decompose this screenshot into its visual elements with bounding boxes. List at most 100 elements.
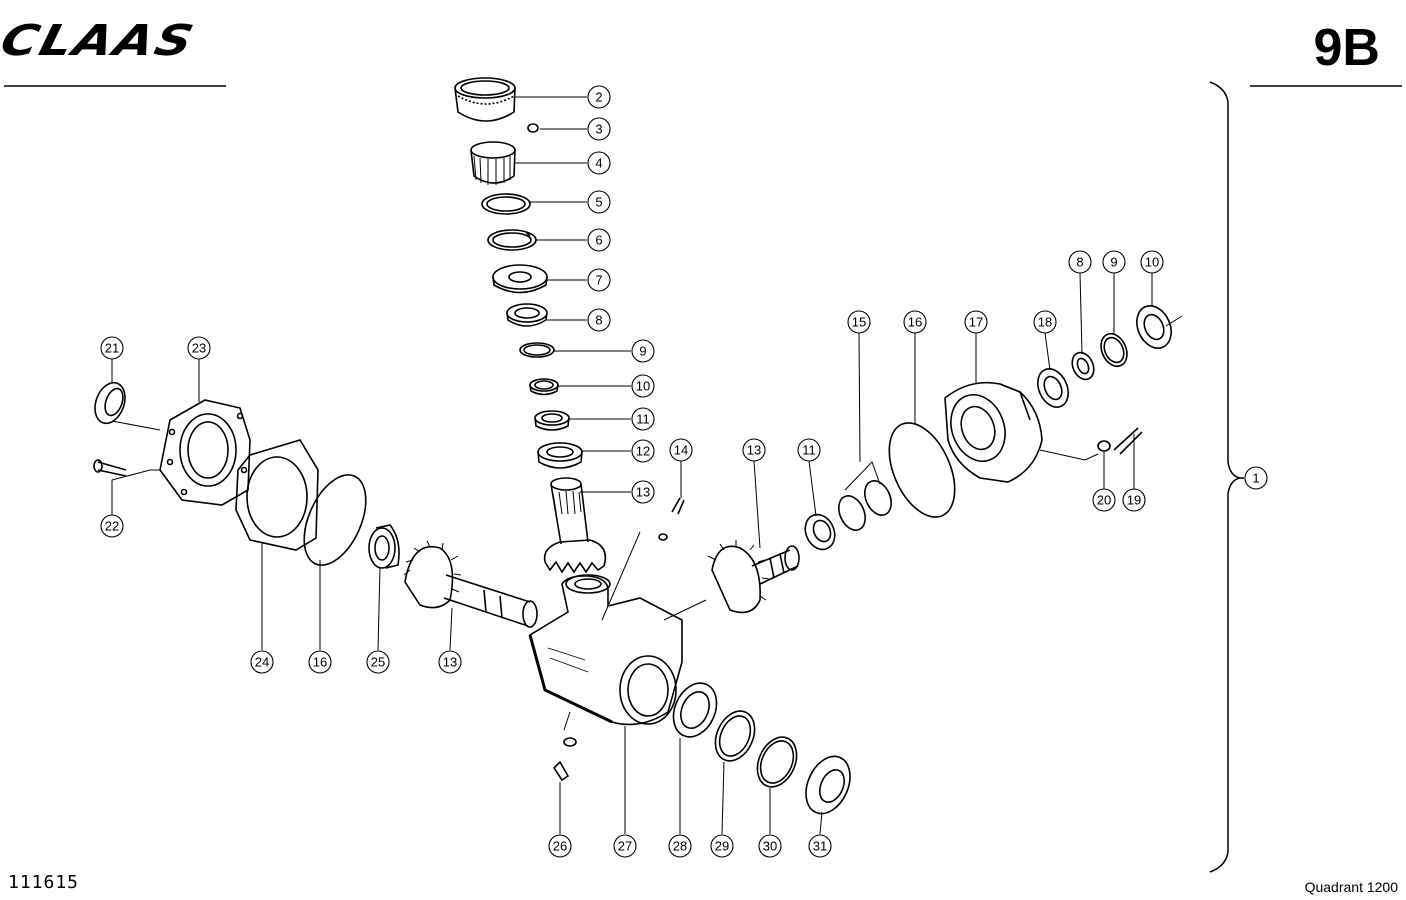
callout-number: 10 (636, 379, 650, 394)
callout-number: 1 (1252, 471, 1259, 486)
callout-3: 3 (587, 117, 611, 141)
callout-number: 25 (371, 655, 385, 670)
callout-number: 16 (908, 315, 922, 330)
callout-number: 27 (618, 839, 632, 854)
callout-number: 9 (1110, 255, 1117, 270)
page-code: 9B (1313, 19, 1380, 77)
callout-17: 17 (964, 310, 988, 334)
callout-number: 11 (636, 412, 650, 427)
callout-8: 8 (587, 308, 611, 332)
part-14-screw (658, 497, 685, 541)
callout-9: 9 (1102, 250, 1126, 274)
callout-2: 2 (587, 85, 611, 109)
part-13-vertical-pinion-shaft (543, 477, 607, 574)
callout-7: 7 (587, 268, 611, 292)
callout-number: 8 (595, 313, 602, 328)
document-number: 111615 (8, 872, 80, 893)
part-15-rings (838, 480, 892, 531)
callout-16: 16 (903, 310, 927, 334)
callout-10: 10 (631, 374, 655, 398)
part-18-bearing (1037, 368, 1069, 408)
callout-number: 23 (192, 341, 206, 356)
part-8-seal (506, 303, 548, 327)
callout-5: 5 (587, 190, 611, 214)
callout-9: 9 (631, 339, 655, 363)
callout-10: 10 (1140, 250, 1164, 274)
part-2-bearing-cup (454, 77, 516, 122)
part-24-gasket (235, 439, 319, 551)
part-29-ring (714, 710, 756, 762)
callout-11: 11 (797, 438, 821, 462)
part-11-bearing (534, 410, 570, 431)
callout-6: 6 (587, 228, 611, 252)
callout-number: 4 (595, 156, 602, 171)
callout-number: 18 (1038, 315, 1052, 330)
callout-number: 7 (595, 273, 602, 288)
part-21-seal-left (94, 381, 126, 425)
callout-27: 27 (613, 834, 637, 858)
part-13-right-pinion-shaft (707, 540, 800, 614)
callout-number: 3 (595, 122, 602, 137)
callout-15: 15 (847, 310, 871, 334)
part-9-ring (519, 342, 555, 358)
part-22-bolt (93, 459, 127, 477)
callout-number: 31 (813, 839, 827, 854)
part-11-bearing-right (804, 513, 836, 551)
callout-number: 13 (443, 655, 457, 670)
callout-19: 19 (1122, 488, 1146, 512)
part-16-o-ring-right (888, 422, 956, 518)
part-9-ring-right (1100, 332, 1128, 368)
callout-number: 30 (763, 839, 777, 854)
callout-number: 8 (1076, 255, 1083, 270)
callout-21: 21 (100, 336, 124, 360)
part-27-gearbox-housing (528, 574, 683, 726)
callout-13: 13 (438, 650, 462, 674)
callout-28: 28 (668, 834, 692, 858)
callout-20: 20 (1092, 488, 1116, 512)
callout-23: 23 (187, 336, 211, 360)
callout-number: 15 (852, 315, 866, 330)
part-12-bearing (537, 442, 583, 469)
callout-25: 25 (366, 650, 390, 674)
callout-number: 16 (313, 655, 327, 670)
callout-number: 2 (595, 90, 602, 105)
callout-number: 17 (969, 315, 983, 330)
part-4-gear-ring (470, 141, 516, 185)
callout-12: 12 (631, 439, 655, 463)
part-6-snap-ring (487, 229, 537, 251)
callout-22: 22 (100, 514, 124, 538)
callout-number: 29 (715, 839, 729, 854)
leader-lines (111, 96, 1183, 835)
part-10-ring (529, 378, 559, 396)
part-10-seal-right (1136, 305, 1172, 349)
callout-number: 28 (673, 839, 687, 854)
part-19-bolt (1113, 427, 1143, 455)
callout-4: 4 (587, 151, 611, 175)
callout-number: 12 (636, 444, 650, 459)
model-name: Quadrant 1200 (1304, 879, 1398, 895)
part-28-bearing (672, 682, 718, 738)
callout-8: 8 (1068, 250, 1092, 274)
part-25-bearing (368, 524, 400, 569)
part-31-seal (805, 755, 851, 815)
part-7-thrust-washer (492, 264, 548, 294)
callout-29: 29 (710, 834, 734, 858)
assembly-bracket (1209, 81, 1241, 873)
callout-24: 24 (250, 650, 274, 674)
callout-number: 13 (747, 443, 761, 458)
callout-26: 26 (548, 834, 572, 858)
callout-number: 21 (105, 341, 119, 356)
part-17-bearing-housing (944, 381, 1043, 483)
part-13-left-pinion-shaft (403, 540, 538, 628)
callout-number: 11 (802, 443, 816, 458)
part-8-seal-right (1071, 351, 1095, 381)
callout-number: 13 (636, 485, 650, 500)
callout-number: 20 (1097, 493, 1111, 508)
callout-11: 11 (631, 407, 655, 431)
part-3-set-screw (527, 123, 539, 133)
callout-number: 19 (1127, 493, 1141, 508)
part-16-o-ring-left (303, 474, 367, 566)
